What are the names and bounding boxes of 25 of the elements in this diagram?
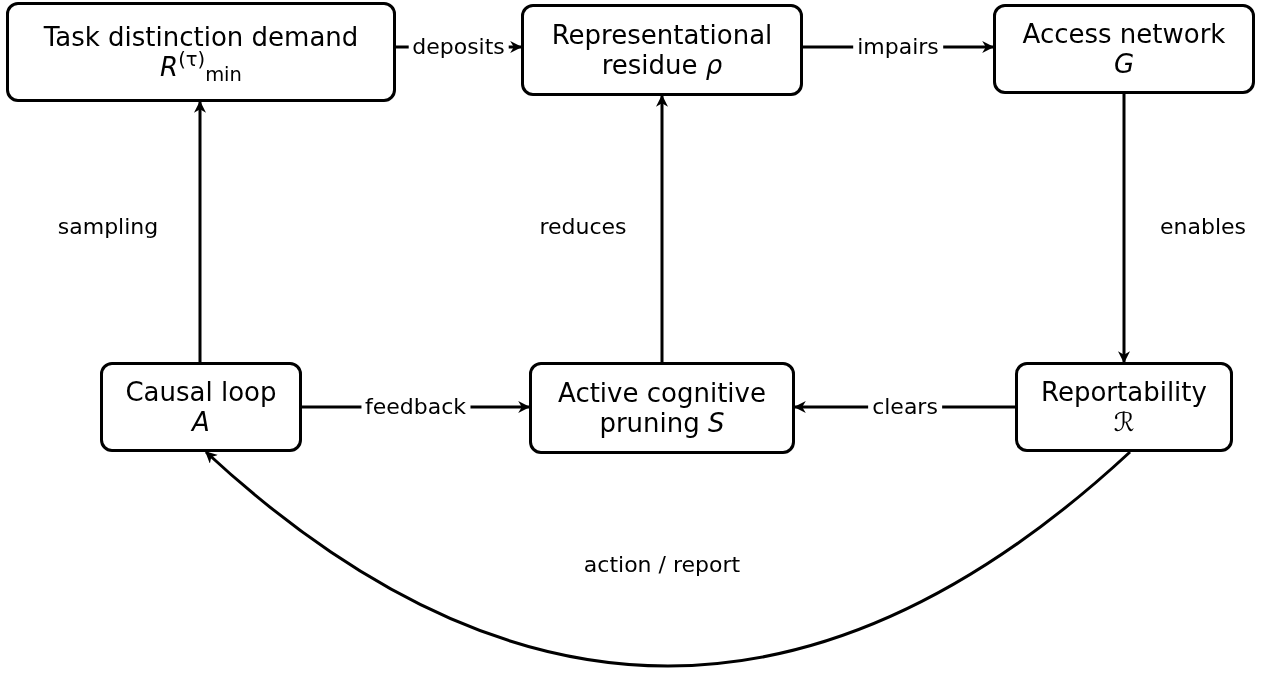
arrow	[205, 450, 1131, 668]
process-box	[993, 4, 1255, 94]
node-title: Task distinction demand	[43, 22, 359, 52]
process-box	[6, 2, 396, 102]
process-box	[521, 4, 803, 96]
math-symbol: ℛ	[1113, 407, 1135, 437]
process-box	[529, 362, 795, 454]
edge-label: impairs	[853, 36, 943, 58]
node-title: Access network	[1022, 19, 1226, 49]
math-symbol: A	[192, 407, 210, 437]
math-symbol: G	[1113, 49, 1135, 79]
edge-label: sampling	[56, 216, 160, 238]
node-title: Active cognitive pruning S	[557, 378, 767, 438]
node-title: Representational residue ρ	[550, 20, 774, 80]
arrow	[656, 94, 668, 362]
node-title: Causal loop	[125, 377, 277, 407]
arrow	[194, 100, 206, 362]
arrow	[1118, 94, 1130, 364]
node-title: Reportability	[1041, 377, 1207, 407]
edge-label: deposits	[408, 36, 509, 58]
edge-label: enables	[1159, 216, 1247, 238]
edge-label: reduces	[538, 216, 628, 238]
process-box	[1015, 362, 1233, 452]
process-box	[100, 362, 302, 452]
edge-label: action / report	[582, 554, 742, 576]
